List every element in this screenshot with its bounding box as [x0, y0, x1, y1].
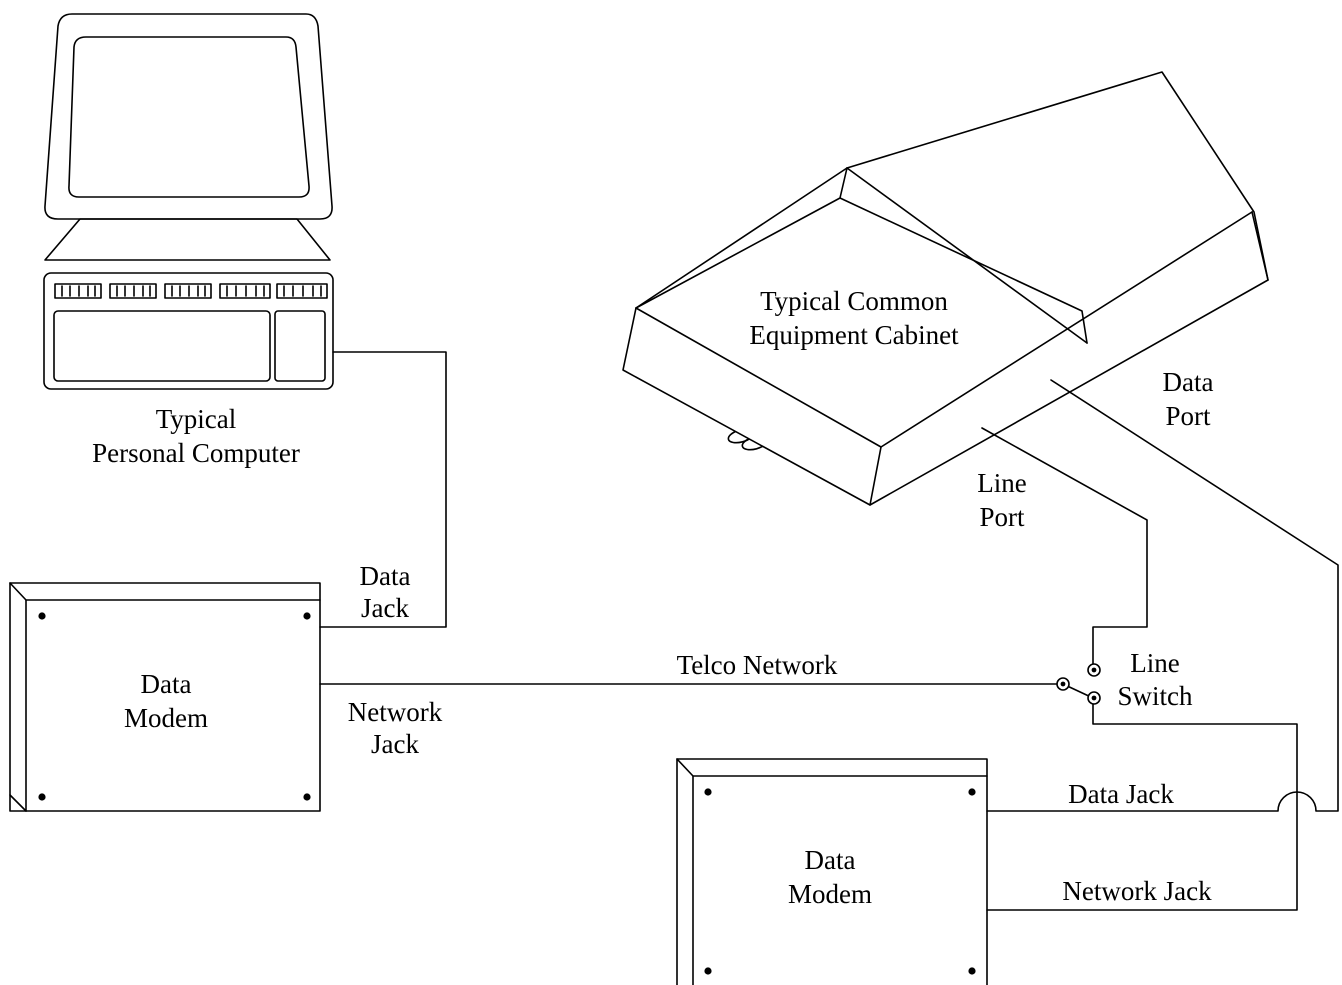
modem1-data-jack-label-2: Jack — [361, 593, 409, 623]
data-modem-2 — [676, 758, 988, 985]
pc-label-line2: Personal Computer — [92, 438, 300, 468]
modem1-data-jack-label-1: Data — [360, 561, 411, 591]
equipment-cabinet — [622, 71, 1269, 506]
modem2-network-jack-label: Network Jack — [1062, 876, 1212, 906]
telco-network-label: Telco Network — [677, 650, 838, 680]
cabinet-label-line1: Typical Common — [760, 286, 948, 316]
switch-to-modem2-network-line — [986, 697, 1298, 911]
pc-to-modem1-data-line — [319, 351, 447, 628]
pc-label-line1: Typical — [156, 404, 237, 434]
modem1-network-jack-label-2: Jack — [371, 729, 419, 759]
modem1-label-line2: Modem — [124, 703, 208, 733]
line-port-label-2: Port — [979, 502, 1025, 532]
data-port-label-2: Port — [1165, 401, 1211, 431]
modem2-label-line2: Modem — [788, 879, 872, 909]
line-switch-label-2: Switch — [1117, 681, 1193, 711]
data-port-to-modem2-data-line — [986, 379, 1339, 812]
personal-computer — [43, 13, 334, 390]
modem2-label-line1: Data — [805, 845, 856, 875]
line-port-line — [981, 427, 1148, 669]
line-switch-label-1: Line — [1130, 648, 1179, 678]
line-port-label-1: Line — [977, 468, 1026, 498]
cabinet-label-line2: Equipment Cabinet — [749, 320, 959, 350]
modem2-data-jack-label: Data Jack — [1068, 779, 1174, 809]
line-switch — [1056, 663, 1101, 705]
data-port-label-1: Data — [1163, 367, 1214, 397]
modem1-network-jack-label-1: Network — [348, 697, 443, 727]
modem1-label-line1: Data — [141, 669, 192, 699]
data-modem-1 — [9, 582, 321, 812]
